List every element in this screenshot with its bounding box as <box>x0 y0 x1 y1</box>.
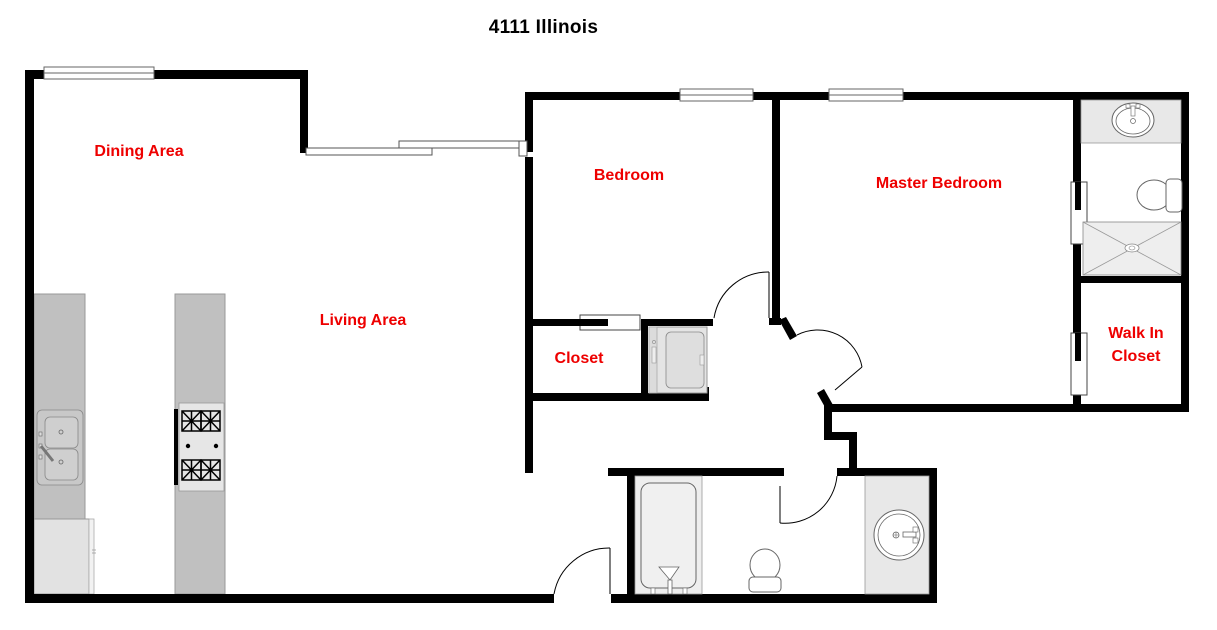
room-label-living: Living Area <box>320 312 407 329</box>
room-label-walk-in-closet: Closet <box>1112 348 1162 365</box>
ensuite-sink-icon <box>1080 99 1182 144</box>
sliding-door <box>305 140 526 156</box>
cooktop-icon <box>174 402 225 492</box>
bathtub-icon <box>634 475 703 595</box>
room-label-dining: Dining Area <box>94 143 183 160</box>
room-label-master-bedroom: Master Bedroom <box>876 175 1002 192</box>
windows <box>43 66 904 102</box>
refrigerator-icon <box>33 518 90 595</box>
kitchen-sink-icon <box>36 409 84 486</box>
room-label-closet: Closet <box>555 350 605 367</box>
washer-dryer-icon <box>648 326 708 394</box>
room-label-bedroom: Bedroom <box>594 167 664 184</box>
floor-plan-title: 4111 Illinois <box>488 17 599 38</box>
shower-icon <box>1082 221 1182 276</box>
closet-sliding-door <box>540 314 641 331</box>
room-label-walk-in: Walk In <box>1108 325 1163 342</box>
bathroom-sink-icon <box>864 475 930 595</box>
ensuite-toilet-icon <box>1136 178 1183 213</box>
doors <box>553 271 863 595</box>
toilet-icon <box>748 548 782 593</box>
